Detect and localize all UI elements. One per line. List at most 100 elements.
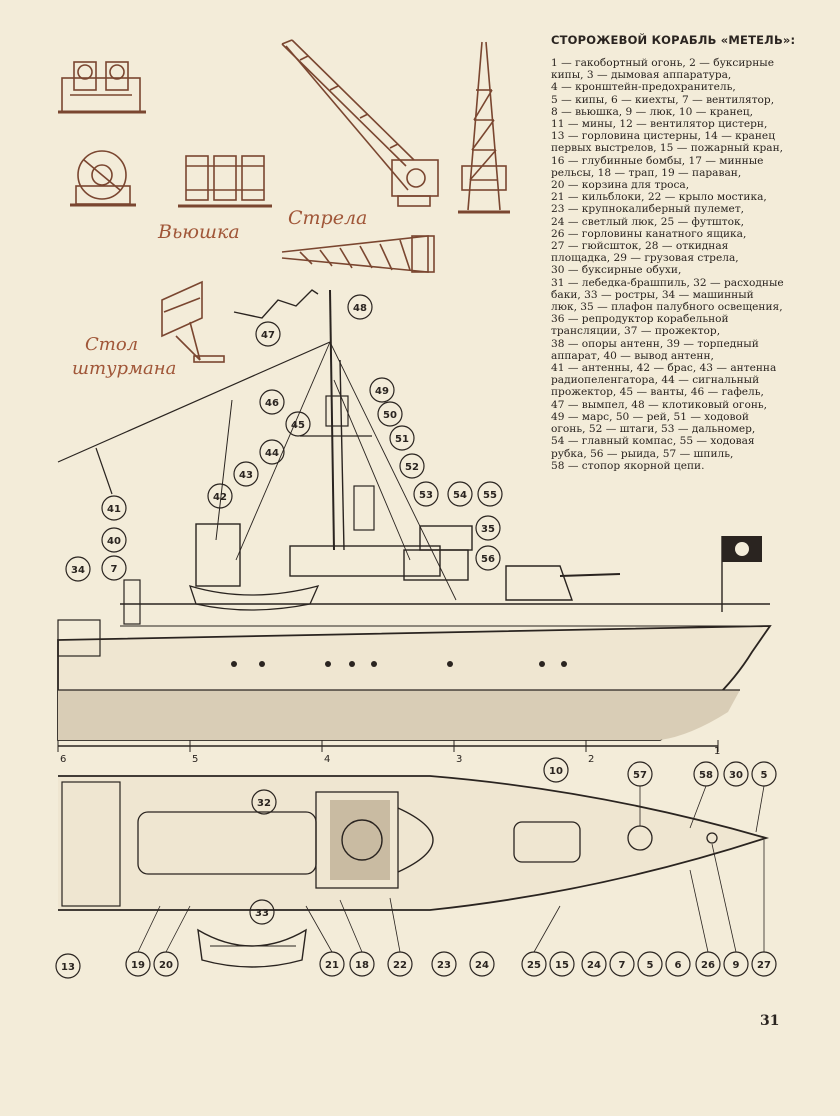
callout-44: 44 [265, 448, 279, 459]
caption-vyushka: Вьюшка [157, 221, 240, 243]
callout-34: 34 [71, 565, 85, 576]
callout-27: 27 [757, 960, 771, 971]
legend-line: 54 — главный компас, 55 — ходовая [551, 435, 755, 448]
legend-line: 58 — стопор якорной цепи. [551, 459, 705, 472]
callout-24: 24 [475, 960, 489, 971]
legend-line: 49 — марс, 50 — рей, 51 — ходовой [551, 410, 749, 423]
callout-32: 32 [257, 798, 271, 809]
callout-40: 40 [107, 536, 121, 547]
callout-9: 9 [733, 960, 740, 971]
legend-line: первых выстрелов, 15 — пожарный кран, [551, 142, 784, 155]
legend-line: люк, 35 — плафон палубного освещения, [551, 301, 783, 314]
chart-table-detail [161, 280, 225, 363]
legend-line: 30 — буксирные обухи, [551, 264, 682, 277]
callout-6: 6 [675, 960, 682, 971]
callout-48: 48 [353, 303, 367, 314]
legend-line: рельсы, 18 — трап, 19 — параван, [551, 166, 742, 179]
callout-7: 7 [111, 564, 118, 575]
legend-line: 21 — кильблоки, 22 — крыло мостика, [551, 191, 767, 204]
legend-line: кипы, 3 — дымовая аппаратура, [551, 69, 732, 82]
caption-stol-line2: штурмана [72, 358, 176, 379]
mast-crane-front [458, 41, 510, 214]
caption-stol-line1: Стол [85, 334, 138, 355]
scale-ruler: 6 5 4 3 2 1 [57, 740, 720, 765]
legend-line: прожектор, 45 — ванты, 46 — гафель, [551, 386, 764, 399]
callout-25: 25 [527, 960, 541, 971]
callout-54: 54 [453, 490, 467, 501]
legend-line: 41 — антенны, 42 — брас, 43 — антенна [551, 362, 777, 375]
legend-line: 8 — вьюшка, 9 — люк, 10 — кранец, [551, 105, 753, 118]
legend-line: 31 — лебедка-брашпиль, 32 — расходные [551, 276, 784, 289]
scale-mark-4: 4 [324, 754, 330, 765]
legend-line: 24 — светлый люк, 25 — футшток, [551, 215, 745, 228]
windlass-detail-side [70, 150, 136, 207]
callout-18: 18 [355, 960, 369, 971]
callout-43: 43 [239, 470, 253, 481]
callout-55: 55 [483, 490, 497, 501]
legend-line: огонь, 52 — штаги, 53 — дальномер, [551, 423, 756, 436]
callout-7-b: 7 [619, 960, 626, 971]
callout-26: 26 [701, 960, 715, 971]
callout-20: 20 [159, 960, 173, 971]
legend-line: радиопеленгатора, 44 — сигнальный [551, 374, 760, 387]
legend-line: 4 — кронштейн-предохранитель, [551, 81, 736, 94]
callout-41: 41 [107, 504, 121, 515]
page-number: 31 [760, 1013, 780, 1029]
leader-lines [137, 785, 765, 953]
callout-22: 22 [393, 960, 407, 971]
callout-52: 52 [405, 462, 419, 473]
crane-detail [281, 39, 439, 207]
callout-58: 58 [699, 770, 713, 781]
legend-line: 27 — гюйсшток, 28 — откидная [551, 240, 729, 253]
deck-outline [58, 775, 770, 911]
legend-line: 16 — глубинные бомбы, 17 — минные [551, 154, 764, 167]
legend-line: баки, 33 — ростры, 34 — машинный [551, 288, 754, 301]
legend-line: аппарат, 40 — вывод антенн, [551, 349, 714, 362]
callout-33: 33 [255, 908, 269, 919]
legend-line: трансляции, 37 — прожектор, [551, 325, 721, 338]
caption-strela: Стрела [288, 207, 367, 229]
callout-46: 46 [265, 398, 279, 409]
callout-19: 19 [131, 960, 145, 971]
callout-15: 15 [555, 960, 569, 971]
callout-21: 21 [325, 960, 339, 971]
reel-detail [178, 155, 272, 208]
callout-13: 13 [61, 962, 75, 973]
legend-line: 26 — горловины канатного ящика, [551, 227, 747, 240]
legend-line: 5 — кипы, 6 — киехты, 7 — вентилятор, [551, 93, 775, 106]
windlass-detail-front [58, 61, 146, 114]
callout-51: 51 [395, 434, 409, 445]
callout-42: 42 [213, 492, 227, 503]
callout-53: 53 [419, 490, 433, 501]
callout-56: 56 [481, 554, 495, 565]
callout-10: 10 [549, 766, 563, 777]
scale-mark-3: 3 [456, 754, 462, 765]
callout-47: 47 [261, 330, 275, 341]
deck-plan [58, 775, 770, 968]
legend-line: 47 — вымпел, 48 — клотиковый огонь, [551, 398, 768, 411]
legend-line: площадка, 29 — грузовая стрела, [551, 252, 739, 265]
legend-line: 23 — крупнокалиберный пулемет, [551, 203, 745, 216]
legend: СТОРОЖЕВОЙ КОРАБЛЬ «МЕТЕЛЬ»: 1 — гакобор… [551, 33, 795, 472]
scale-mark-1: 1 [714, 746, 720, 757]
callout-49: 49 [375, 386, 389, 397]
legend-line: 13 — горловина цистерны, 14 — кранец [551, 130, 776, 143]
legend-line: 11 — мины, 12 — вентилятор цистерн, [551, 118, 768, 131]
side-elevation [57, 289, 772, 741]
scale-mark-2: 2 [588, 754, 594, 765]
boom-detail [281, 235, 435, 273]
callout-5-top: 5 [761, 770, 768, 781]
callouts-side: 48 47 49 46 50 45 51 44 52 43 53 54 55 4… [65, 294, 503, 582]
legend-line: 36 — репродуктор корабельной [551, 313, 729, 326]
legend-line: рубка, 56 — рыида, 57 — шпиль, [551, 447, 734, 460]
callout-5-b: 5 [647, 960, 654, 971]
callout-45: 45 [291, 420, 305, 431]
scale-mark-6: 6 [60, 754, 66, 765]
callout-50: 50 [383, 410, 397, 421]
scale-mark-5: 5 [192, 754, 198, 765]
legend-line: 20 — корзина для троса, [551, 179, 690, 192]
legend-line: 38 — опоры антенн, 39 — торпедный [551, 337, 759, 350]
